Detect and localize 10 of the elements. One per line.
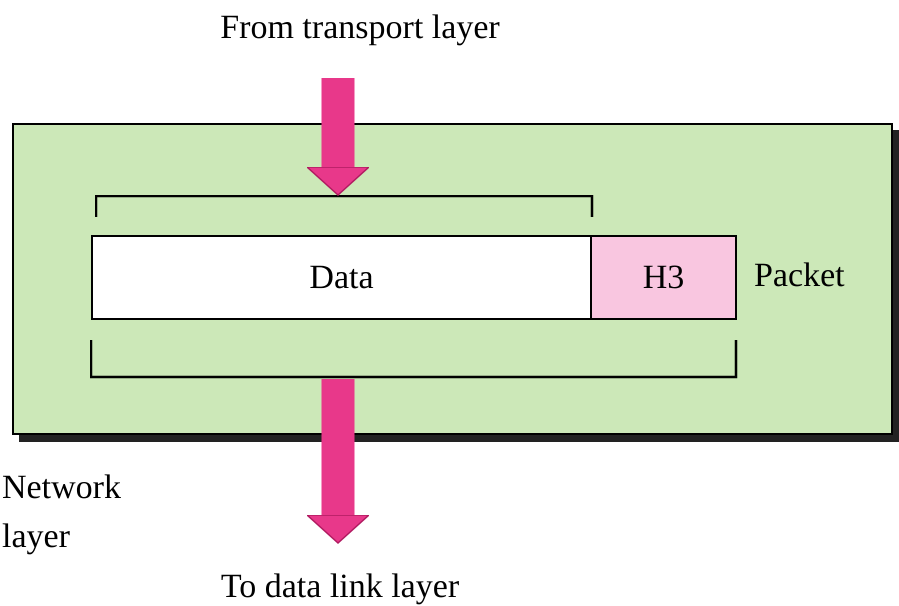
field-box [91, 235, 592, 320]
packet-label: Packet [754, 256, 845, 296]
field-box [590, 235, 737, 320]
arrow [306, 379, 370, 544]
field-label: H3 [642, 258, 684, 298]
flow-label: To data link layer [220, 566, 460, 606]
field-label: Data [309, 258, 374, 298]
flow-label: From transport layer [220, 8, 500, 48]
arrow [306, 78, 370, 196]
layer-title: Network layer [2, 468, 122, 558]
